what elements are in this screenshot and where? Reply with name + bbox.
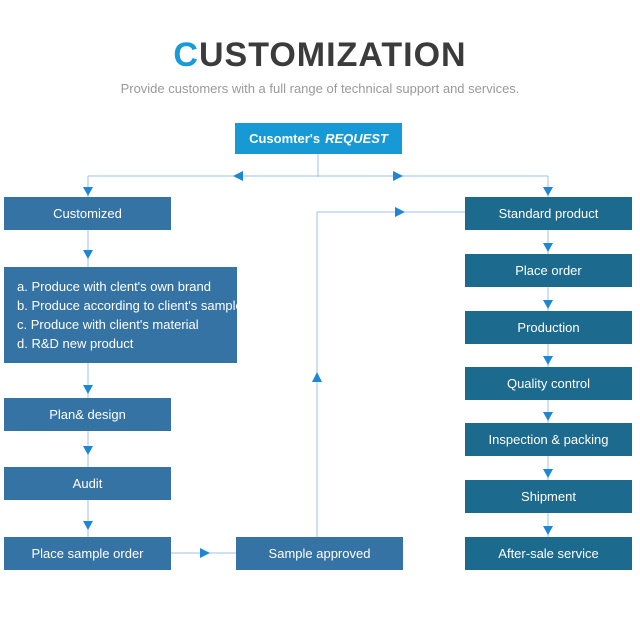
arrow-down-icon — [543, 412, 553, 421]
arrow-left-icon — [233, 171, 243, 181]
arrow-down-icon — [543, 243, 553, 252]
flow-box-customized: Customized — [4, 197, 171, 230]
flow-box-label: Audit — [72, 476, 103, 491]
flow-box-plan-design: Plan& design — [4, 398, 171, 431]
flow-box-place-sample-order: Place sample order — [4, 537, 171, 570]
arrow-down-icon — [83, 446, 93, 455]
flow-box-sample-approved: Sample approved — [236, 537, 403, 570]
option-item-d: d. R&D new product — [17, 336, 134, 351]
arrow-down-icon — [543, 469, 553, 478]
flow-box-label: Customized — [53, 206, 122, 221]
customer-request-label-italic: REQUEST — [325, 131, 388, 146]
flow-box-label: Standard product — [498, 206, 599, 221]
flow-box-place-order: Place order — [465, 254, 632, 287]
arrow-down-icon — [543, 356, 553, 365]
arrow-down-icon — [543, 526, 553, 535]
arrow-down-icon — [83, 187, 93, 196]
arrow-down-icon — [83, 385, 93, 394]
option-item-a: a. Produce with clent's own brand — [17, 279, 211, 294]
flow-box-customer-request: Cusomter's REQUEST — [235, 123, 402, 154]
flow-box-label: Sample approved — [268, 546, 371, 561]
arrow-right-icon — [393, 171, 403, 181]
option-item-b: b. Produce according to client's sample — [17, 298, 243, 313]
flow-box-after-sale-service: After-sale service — [465, 537, 632, 570]
arrow-right-icon — [395, 207, 405, 217]
flow-box-custom-options: a. Produce with clent's own brand b. Pro… — [4, 267, 243, 363]
flow-box-label: Shipment — [521, 489, 576, 504]
flow-box-label: Place order — [515, 263, 582, 278]
title-accent-letter: C — [173, 36, 199, 74]
flow-box-inspection-packing: Inspection & packing — [465, 423, 632, 456]
flow-box-label: Plan& design — [49, 407, 126, 422]
flow-box-production: Production — [465, 311, 632, 344]
customer-request-label: Cusomter's — [249, 131, 321, 146]
arrow-down-icon — [83, 521, 93, 530]
arrow-right-icon — [200, 548, 210, 558]
page-subtitle: Provide customers with a full range of t… — [120, 81, 520, 96]
option-item-c: c. Produce with client's material — [17, 317, 199, 332]
title-rest: USTOMIZATION — [198, 36, 467, 74]
arrow-down-icon — [543, 300, 553, 309]
arrow-up-icon — [312, 372, 322, 382]
flow-box-label: Production — [517, 320, 580, 335]
arrow-down-icon — [83, 250, 93, 259]
flow-box-quality-control: Quality control — [465, 367, 632, 400]
flow-box-label: Quality control — [506, 376, 591, 391]
flow-box-label: Inspection & packing — [488, 432, 609, 447]
flow-box-shipment: Shipment — [465, 480, 632, 513]
arrow-down-icon — [543, 187, 553, 196]
page-title: CUSTOMIZATION — [0, 36, 640, 75]
flow-box-standard-product: Standard product — [465, 197, 632, 230]
flow-box-audit: Audit — [4, 467, 171, 500]
flow-box-label: Place sample order — [31, 546, 144, 561]
flow-box-label: After-sale service — [498, 546, 599, 561]
